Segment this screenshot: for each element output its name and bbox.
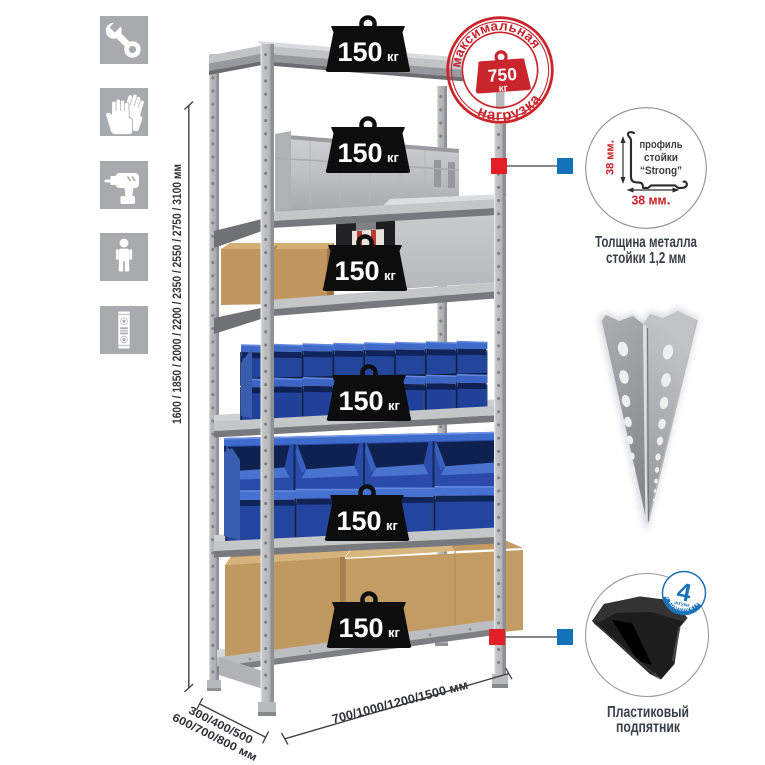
svg-text:стойки: стойки bbox=[644, 152, 678, 164]
svg-text:150: 150 bbox=[337, 138, 382, 168]
svg-text:150: 150 bbox=[337, 37, 382, 67]
svg-text:38 мм.: 38 мм. bbox=[632, 192, 671, 209]
svg-text:700/1000/1200/1500 мм: 700/1000/1200/1500 мм bbox=[330, 678, 469, 727]
svg-text:кг: кг bbox=[388, 625, 401, 640]
svg-text:кг: кг bbox=[384, 268, 397, 283]
svg-text:кг: кг bbox=[386, 518, 399, 533]
svg-text:Пластиковый: Пластиковый bbox=[607, 704, 689, 721]
svg-text:кг: кг bbox=[498, 83, 508, 95]
svg-text:профиль: профиль bbox=[640, 139, 683, 151]
svg-text:подпятник: подпятник bbox=[616, 719, 680, 736]
svg-text:кг: кг bbox=[387, 150, 400, 165]
svg-text:стойки 1,2 мм: стойки 1,2 мм bbox=[606, 250, 686, 267]
svg-text:38 мм.: 38 мм. bbox=[602, 140, 617, 175]
svg-text:кг: кг bbox=[388, 398, 401, 413]
svg-text:кг: кг bbox=[387, 49, 400, 64]
svg-text:150: 150 bbox=[338, 613, 383, 643]
svg-text:150: 150 bbox=[336, 506, 381, 536]
svg-text:“Strong”: “Strong” bbox=[640, 165, 682, 177]
svg-text:750: 750 bbox=[487, 64, 518, 86]
svg-text:штуки: штуки bbox=[674, 600, 690, 609]
svg-text:Толщина металла: Толщина металла bbox=[595, 234, 697, 251]
svg-text:150: 150 bbox=[338, 386, 383, 416]
svg-text:1600 / 1850 / 2000 / 2200 / 23: 1600 / 1850 / 2000 / 2200 / 2350 / 2550 … bbox=[171, 164, 184, 424]
svg-text:4: 4 bbox=[674, 577, 694, 607]
svg-text:150: 150 bbox=[334, 256, 379, 286]
